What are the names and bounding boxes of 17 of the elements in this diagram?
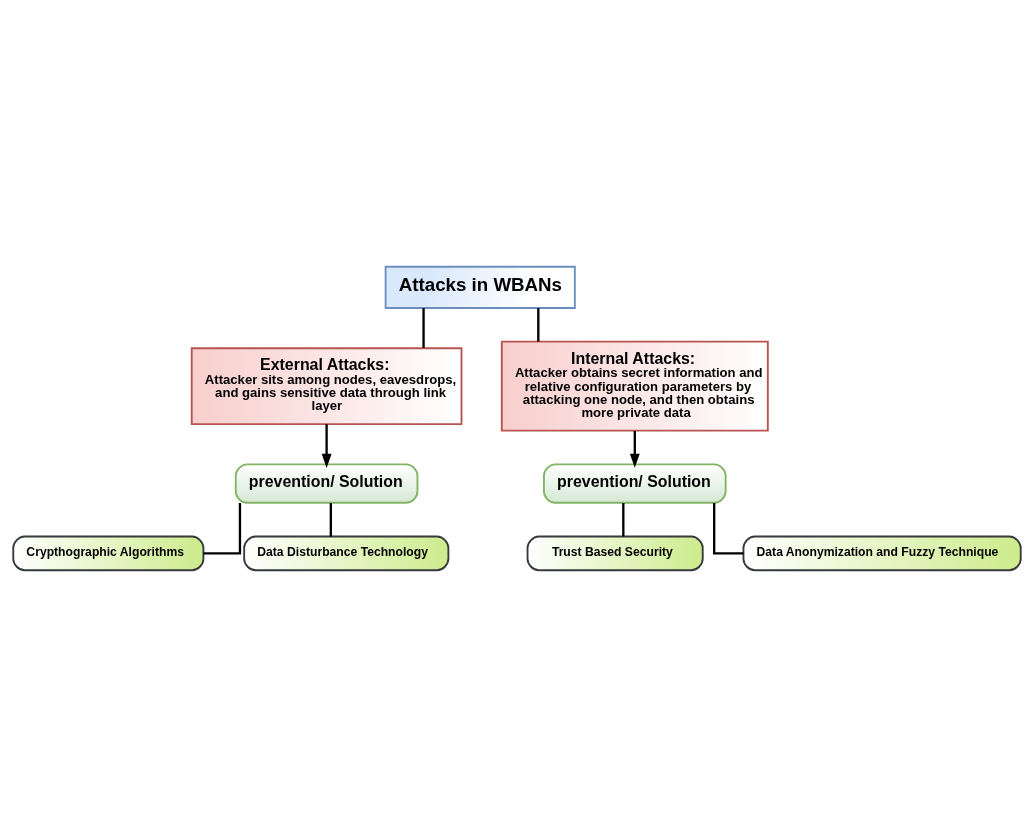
- arrow: [629, 430, 640, 468]
- arrow: [321, 423, 332, 468]
- connector: [622, 502, 625, 536]
- node-box: Crypthographic Algorithms: [12, 535, 205, 571]
- connector: [713, 502, 744, 555]
- connector: [203, 502, 242, 555]
- node-box: Internal Attacks: Attacker obtains secret information and relative configuration parameters by attacking one node, and then obtains more private data: [500, 340, 769, 432]
- connector: [537, 307, 540, 341]
- node-box: Data Disturbance Technology: [243, 535, 450, 571]
- node-box: prevention/ Solution: [234, 462, 419, 504]
- node-box: Attacks in WBANs: [384, 265, 576, 309]
- connector: [422, 307, 425, 348]
- node-box: Data Anonymization and Fuzzy Technique: [742, 535, 1022, 571]
- node-box: prevention/ Solution: [543, 462, 727, 504]
- node-box: External Attacks: Attacker sits among nodes, eavesdrops, and gains sensitive data through link layer: [190, 346, 463, 425]
- connector: [329, 502, 332, 536]
- node-box: Trust Based Security: [526, 535, 704, 571]
